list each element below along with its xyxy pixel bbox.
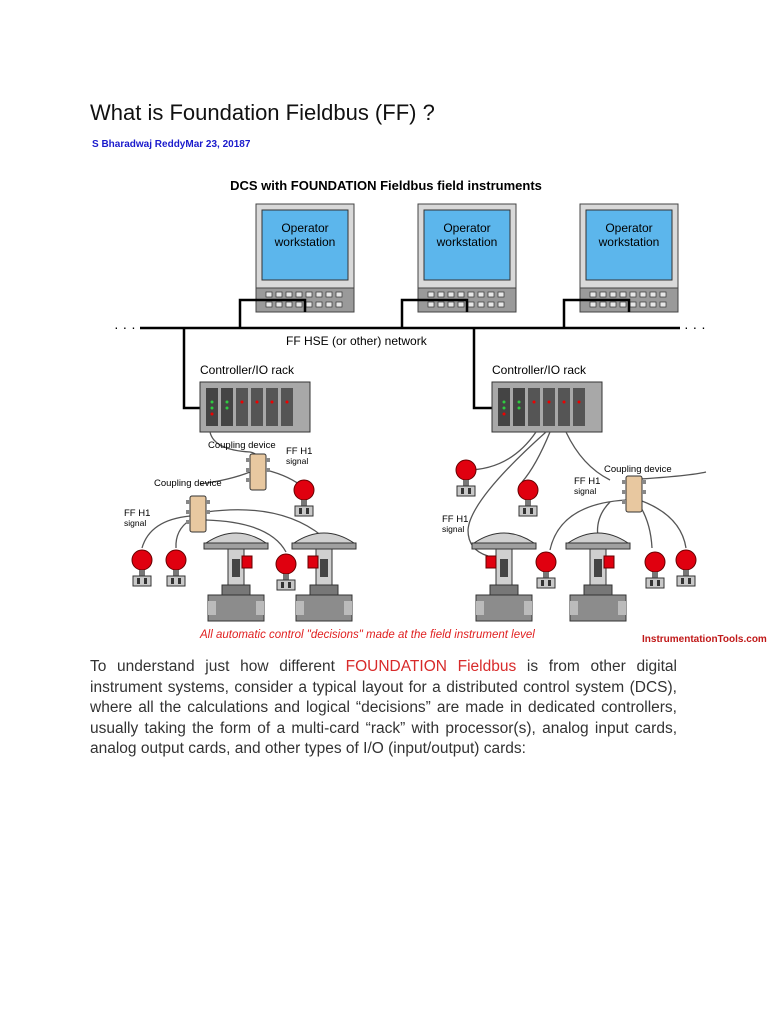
- ffh1-label: signal: [574, 486, 596, 496]
- controller-rack-right: [491, 381, 603, 433]
- coupling-device-right: [621, 475, 647, 513]
- transmitter: [675, 549, 697, 587]
- ffh1-label: FF H1: [442, 514, 468, 525]
- rack-label: Controller/IO rack: [492, 363, 587, 377]
- workstation-label: Operator: [281, 221, 328, 235]
- page-title: What is Foundation Fieldbus (FF) ?: [90, 100, 435, 125]
- workstation-label: Operator: [443, 221, 490, 235]
- transmitter: [455, 459, 477, 497]
- control-valve: [291, 532, 357, 622]
- ffh1-label: FF H1: [124, 508, 150, 519]
- coupling-label: Coupling device: [604, 464, 672, 475]
- transmitter: [293, 479, 315, 517]
- diagram-heading: DCS with FOUNDATION Fieldbus field instr…: [230, 178, 542, 193]
- article-paragraph: To understand just how different FOUNDAT…: [90, 657, 677, 760]
- transmitter: [535, 551, 557, 589]
- byline[interactable]: S Bharadwaj ReddyMar 23, 20187: [92, 139, 251, 150]
- hse-network: [140, 298, 680, 410]
- watermark: InstrumentationTools.com: [642, 634, 767, 645]
- control-valve: [471, 532, 537, 622]
- transmitter: [644, 551, 666, 589]
- control-valve: [203, 532, 269, 622]
- paragraph-text: To understand just how different: [90, 658, 346, 675]
- transmitter: [165, 549, 187, 587]
- network-label: FF HSE (or other) network: [286, 334, 428, 348]
- ffh1-label: signal: [124, 518, 146, 528]
- coupling-device-left-upper: [245, 453, 271, 491]
- transmitter: [131, 549, 153, 587]
- h1-wiring-right: [465, 431, 707, 557]
- workstation-2: Operator workstation: [417, 203, 517, 313]
- diagram-caption: All automatic control "decisions" made a…: [199, 629, 535, 641]
- coupling-label: Coupling device: [154, 478, 222, 489]
- ffh1-label: signal: [286, 456, 308, 466]
- ffh1-label: signal: [442, 524, 464, 534]
- workstation-label: Operator: [605, 221, 652, 235]
- foundation-fieldbus-link[interactable]: FOUNDATION Fieldbus: [345, 658, 517, 675]
- controller-rack-left: [199, 381, 311, 433]
- workstation-3: Operator workstation: [579, 203, 679, 313]
- workstation-label: workstation: [274, 235, 336, 249]
- paragraph-text: is from other digital instrument systems…: [90, 658, 677, 757]
- ffh1-label: FF H1: [574, 476, 600, 487]
- ffh1-label: FF H1: [286, 446, 312, 457]
- rack-label: Controller/IO rack: [200, 363, 295, 377]
- workstation-label: workstation: [598, 235, 660, 249]
- control-valve: [565, 532, 631, 622]
- transmitter: [517, 479, 539, 517]
- transmitter: [275, 553, 297, 591]
- coupling-label: Coupling device: [208, 440, 276, 451]
- coupling-device-left-lower: [185, 495, 211, 533]
- ellipsis-left: · · ·: [114, 319, 136, 335]
- workstation-1: Operator workstation: [255, 203, 355, 313]
- ellipsis-right: · · ·: [684, 319, 706, 335]
- fieldbus-diagram: DCS with FOUNDATION Fieldbus field instr…: [90, 170, 768, 650]
- workstation-label: workstation: [436, 235, 498, 249]
